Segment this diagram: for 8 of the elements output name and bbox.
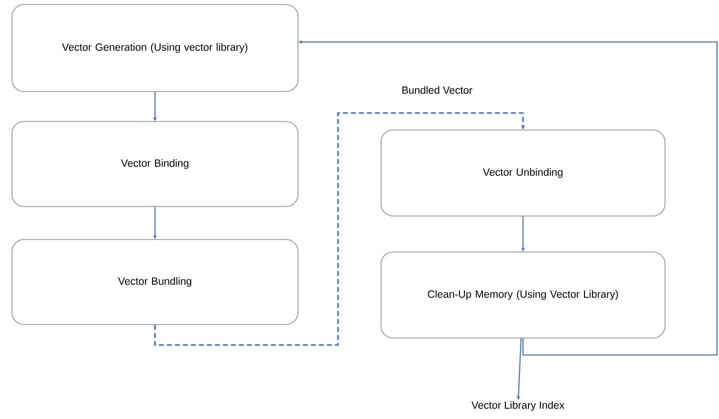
process-box: Vector Unbinding <box>380 130 666 216</box>
process-box: Clean-Up Memory (Using Vector Library) <box>380 252 666 338</box>
arrow <box>154 112 526 346</box>
process-box: Vector Binding <box>12 121 298 207</box>
node-label: Vector Library Index <box>472 401 564 411</box>
edge-label: Bundled Vector <box>400 85 474 95</box>
process-box: Vector Bundling <box>12 239 298 325</box>
process-box: Vector Generation (Using vector library) <box>12 4 298 92</box>
